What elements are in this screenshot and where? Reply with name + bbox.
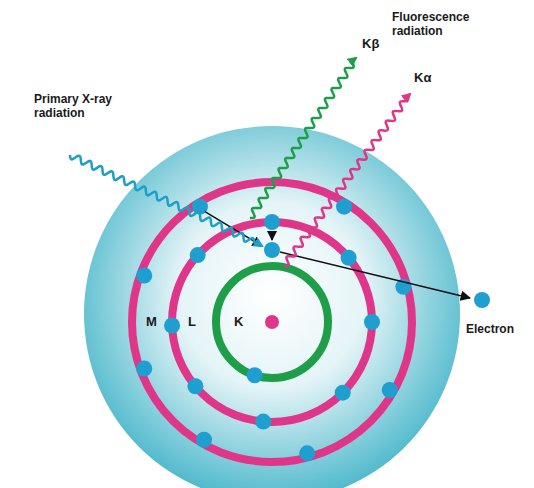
electron-dot (474, 292, 490, 308)
electron-dot (190, 247, 206, 263)
electron-dot (264, 214, 280, 230)
electron-dot (164, 317, 180, 333)
electron-dot (336, 199, 352, 215)
electron-dot (136, 267, 152, 283)
shell-label: L (188, 314, 196, 330)
shell-label: M (146, 314, 157, 330)
primary-ray (70, 155, 262, 246)
electron-dot (299, 445, 315, 461)
electron-dot (187, 378, 203, 394)
electron-dot (136, 361, 152, 377)
l-shell (172, 222, 372, 422)
k-shell (216, 266, 328, 378)
electron-dot (335, 385, 351, 401)
m-shell (132, 182, 412, 462)
line-label: Kβ (362, 36, 379, 52)
electron-dot (196, 432, 212, 448)
electron-dot (264, 242, 280, 258)
electron-dot (255, 414, 271, 430)
kalpha-ray (284, 94, 410, 266)
ray-label: Fluorescence radiation (392, 10, 492, 39)
kbeta-ray (250, 58, 356, 218)
particle-label: Electron (466, 322, 514, 336)
nucleus (265, 315, 279, 329)
electron-dot (341, 250, 357, 266)
electron-dot (382, 382, 398, 398)
electron-dot (247, 367, 263, 383)
ray-label: Primary X-ray radiation (34, 92, 124, 121)
line-label: Kα (414, 70, 431, 86)
transition-arrow (271, 231, 273, 240)
electron-dot (364, 314, 380, 330)
shell-label: K (234, 314, 243, 330)
ejection-arrow (280, 252, 470, 298)
